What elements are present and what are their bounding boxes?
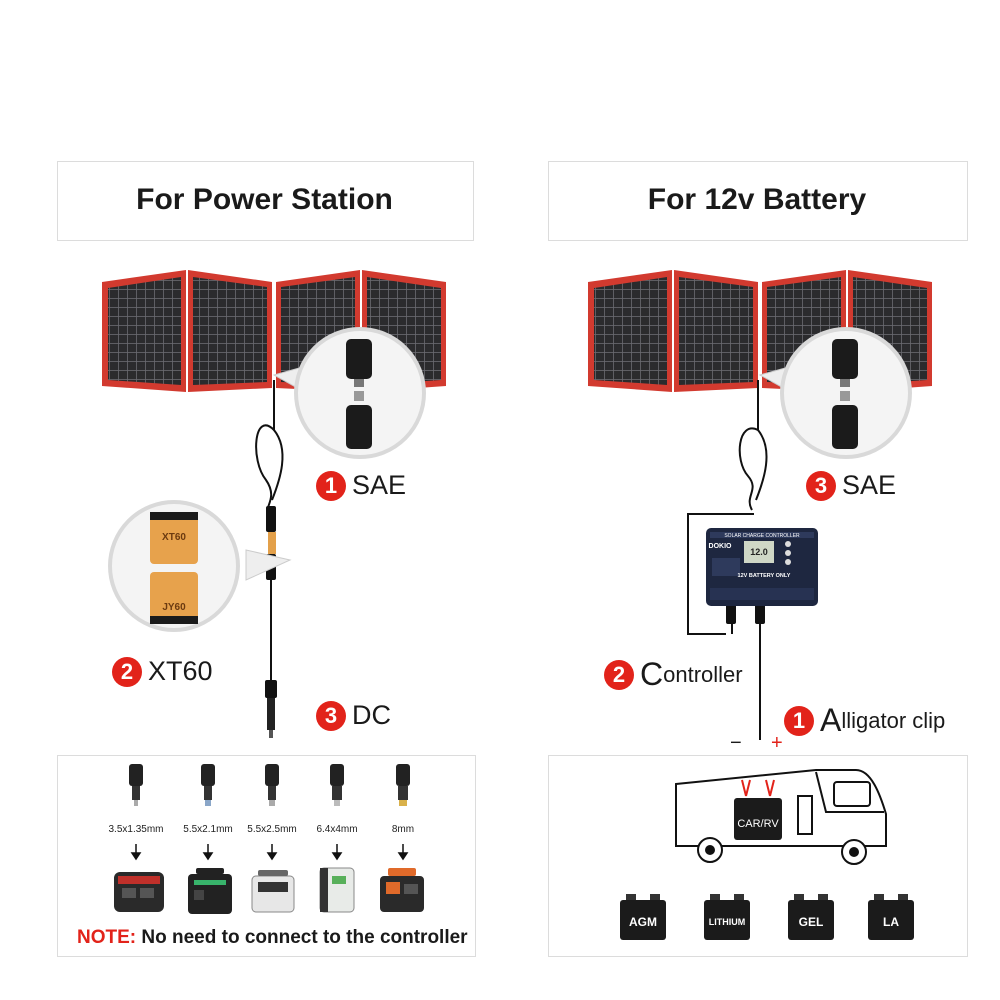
sae-connector-zoom-left: [272, 327, 426, 459]
label-first-letter: A: [820, 702, 842, 738]
right-title: For 12v Battery: [647, 183, 867, 216]
battery-types: AGM LITHIUM GEL LA: [620, 894, 914, 940]
controller-brand: DOKIO: [709, 543, 733, 550]
tip-label-1: 3.5x1.35mm: [108, 824, 164, 835]
left-title-box: [57, 161, 474, 241]
down-arrows: [130, 844, 409, 861]
label-text: lligator clip: [841, 707, 946, 733]
badge-number: 3: [316, 700, 346, 731]
label-dc: 3 DC: [316, 700, 391, 731]
xt60-top-text: XT60: [162, 532, 186, 543]
sae-connector-zoom-right: [758, 327, 912, 459]
xt60-bottom-text: JY60: [162, 602, 186, 613]
note-text: NOTE: No need to connect to the controll…: [77, 927, 468, 949]
label-xt60: 2 XT60: [112, 656, 213, 687]
controller-battery-text: 12V BATTERY ONLY: [738, 573, 791, 579]
badge-number: 3: [806, 470, 836, 501]
power-station-3: [251, 870, 295, 913]
label-text: SAE: [842, 470, 897, 500]
label-text: DC: [352, 700, 391, 730]
badge-number: 1: [316, 470, 346, 501]
label-text: ontroller: [663, 661, 743, 687]
right-title-box: [548, 161, 968, 241]
rv-vehicle: CAR/RV: [675, 769, 887, 865]
tip-label-4: 6.4x4mm: [316, 824, 358, 835]
power-station-5: [380, 868, 424, 912]
power-station-4: [319, 867, 355, 913]
minus-sign: −: [730, 732, 742, 754]
battery-gel: GEL: [799, 915, 824, 929]
battery-lithium: LITHIUM: [709, 917, 746, 927]
label-text: SAE: [352, 470, 407, 500]
note-body: No need to connect to the controller: [136, 927, 468, 948]
power-station-1: [114, 872, 164, 912]
dc-tips-row: [129, 764, 410, 806]
controller-header: SOLAR CHARGE CONTROLLER: [724, 533, 800, 539]
tip-label-5: 8mm: [391, 824, 415, 835]
xt60-connector-zoom: XT60 JY60: [108, 500, 292, 632]
power-stations-row: [114, 867, 424, 914]
label-sae-left: 1 SAE: [316, 470, 406, 501]
battery-la: LA: [883, 915, 899, 929]
note-prefix: NOTE:: [77, 927, 137, 948]
charge-controller: SOLAR CHARGE CONTROLLER DOKIO 12.0 12V B…: [706, 528, 818, 606]
badge-number: 2: [604, 659, 634, 690]
battery-agm: AGM: [629, 915, 657, 929]
label-first-letter: C: [640, 656, 664, 692]
tip-label-2: 5.5x2.1mm: [183, 824, 233, 835]
label-text: XT60: [148, 656, 213, 686]
controller-display: 12.0: [750, 547, 768, 557]
right-cable: [687, 380, 768, 740]
rv-battery-label: CAR/RV: [737, 818, 779, 830]
label-sae-right: 3 SAE: [806, 470, 896, 501]
left-title: For Power Station: [136, 183, 393, 216]
power-station-2: [188, 868, 232, 914]
badge-number: 1: [784, 705, 814, 736]
tip-label-3: 5.5x2.5mm: [247, 824, 297, 835]
plus-sign: +: [771, 732, 783, 754]
badge-number: 2: [112, 656, 142, 687]
